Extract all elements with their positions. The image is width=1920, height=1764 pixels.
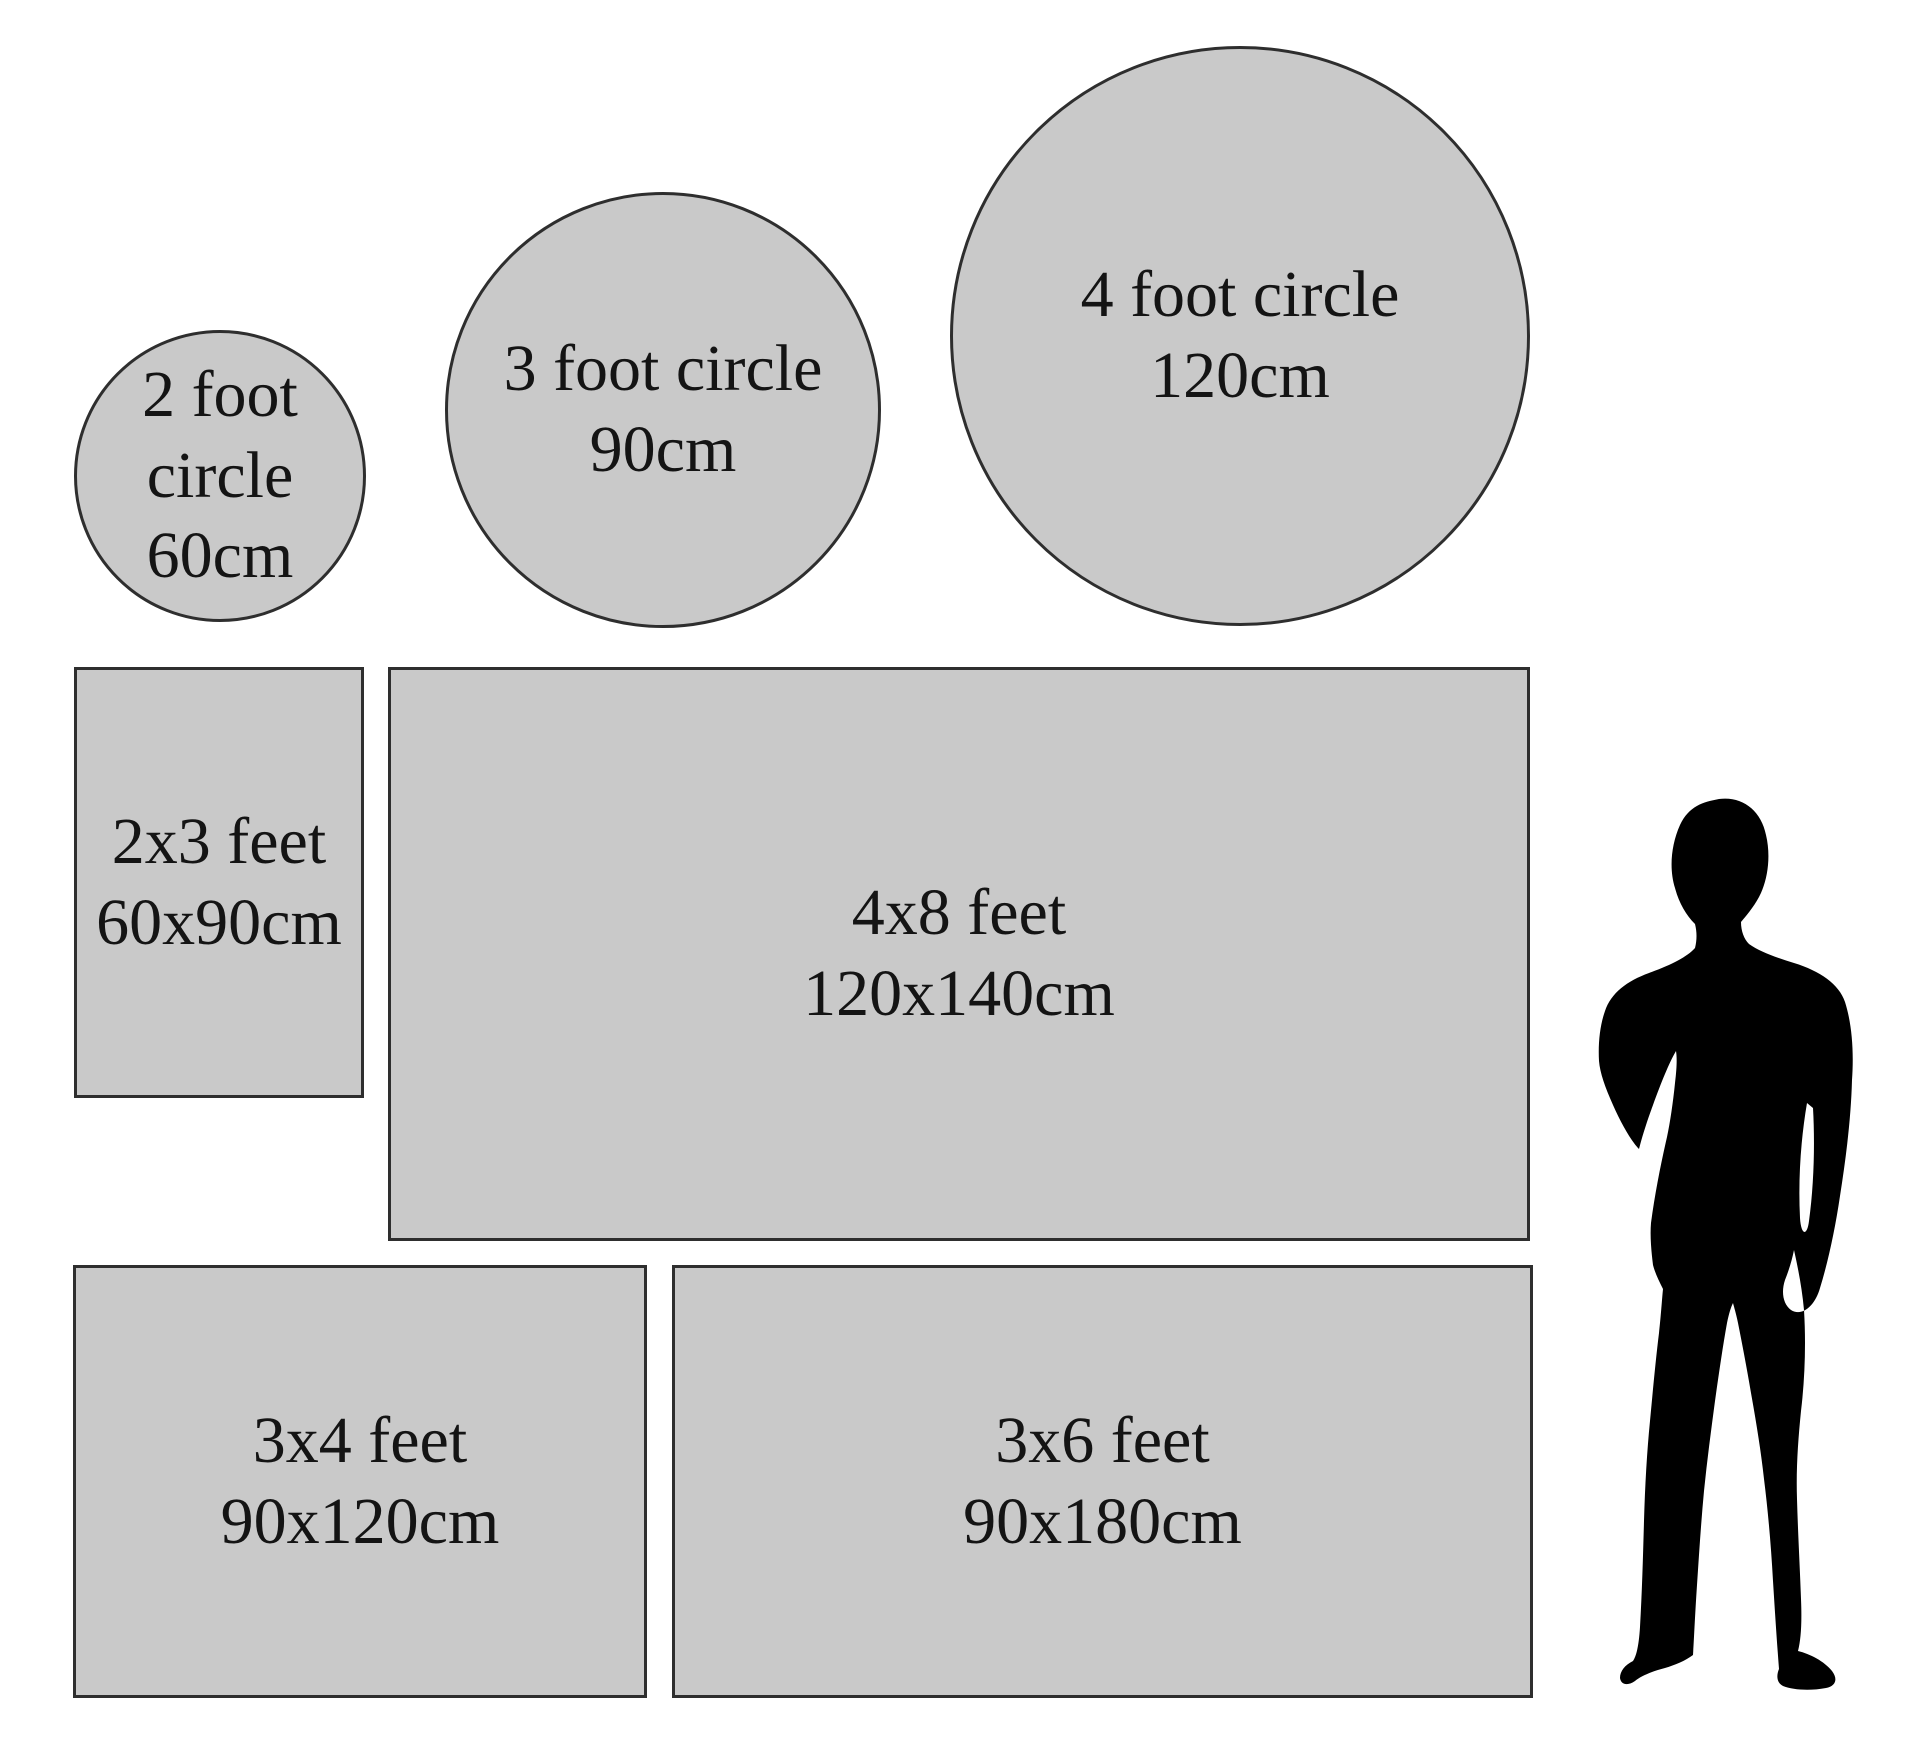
rect-3x6-feet-label-line: 90x180cm [963, 1484, 1242, 1558]
rect-3x6-feet-label-line: 3x6 feet [995, 1403, 1210, 1477]
circle-4-foot-label-line: 4 foot circle [1080, 258, 1400, 332]
circle-2-foot-label-line: circle [146, 438, 294, 512]
rect-2x3-feet-label-line: 60x90cm [96, 885, 342, 959]
rect-4x8-feet-label-line: 4x8 feet [851, 876, 1067, 950]
circle-3-foot-label-line: 3 foot circle [503, 332, 823, 406]
circle-4-foot-label-line: 120cm [1150, 339, 1330, 412]
circle-2-foot-label-line: 60cm [146, 519, 294, 593]
man-silhouette-path [1598, 798, 1853, 1690]
man-silhouette-svg [1598, 798, 1853, 1690]
circle-3-foot-label-line: 90cm [589, 413, 737, 486]
man-silhouette-figure [1593, 793, 1857, 1695]
rect-4x8-feet-label-line: 120x140cm [803, 957, 1115, 1030]
rect-3x4-feet-label-line: 3x4 feet [252, 1403, 468, 1477]
circle-2-foot-label-line: 2 foot [142, 358, 298, 432]
rect-3x4-feet-label-line: 90x120cm [220, 1484, 500, 1558]
rect-2x3-feet-label-line: 2x3 feet [111, 804, 327, 878]
